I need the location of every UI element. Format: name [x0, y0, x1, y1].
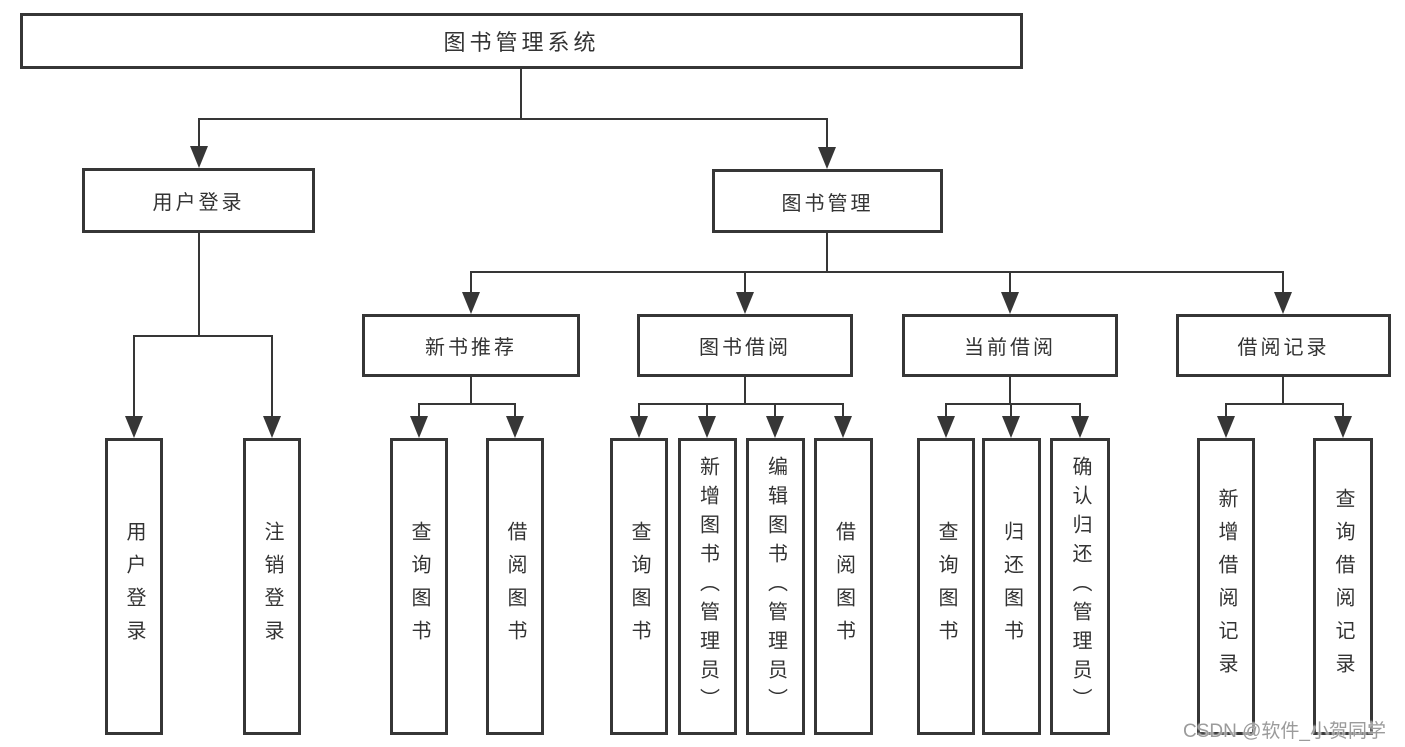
node-borrow-records-label: 借阅记录: [1237, 337, 1330, 359]
connector-v: [1009, 377, 1011, 403]
leaf-borrow-books-label: 借阅图书: [832, 520, 855, 653]
node-current-borrow-label: 当前借阅: [964, 337, 1056, 359]
arrow-down: [1274, 292, 1292, 314]
arrow-down: [766, 416, 784, 438]
watermark: CSDN @软件_小贺同学: [1183, 721, 1386, 742]
node-current-borrow: 当前借阅: [902, 314, 1118, 377]
arrow-down: [698, 416, 716, 438]
leaf-user-login: 用户登录: [105, 438, 163, 735]
leaf-edit-book-admin: 编辑图书（管理员）: [746, 438, 805, 735]
connector-v: [826, 118, 828, 150]
connector-h: [198, 118, 828, 120]
connector-v: [1010, 403, 1012, 420]
arrow-down: [1217, 416, 1235, 438]
leaf-add-borrow-record-label: 新增借阅记录: [1215, 487, 1237, 686]
connector-v: [470, 271, 472, 296]
connector-v: [133, 335, 135, 418]
connector-v: [945, 403, 947, 420]
connector-v: [638, 403, 640, 420]
node-new-books: 新书推荐: [362, 314, 580, 377]
connector-v: [826, 233, 828, 271]
node-book-mgmt-label: 图书管理: [781, 192, 874, 215]
arrow-down: [125, 416, 143, 438]
connector-v: [198, 118, 200, 150]
connector-v: [1225, 403, 1227, 420]
arrow-down: [736, 292, 754, 314]
connector-v: [744, 271, 746, 296]
leaf-query-books-current: 查询图书: [917, 438, 975, 735]
leaf-borrow-books: 借阅图书: [814, 438, 873, 735]
node-user-login-label: 用户登录: [152, 192, 245, 214]
arrow-down: [818, 147, 836, 169]
node-root-label: 图书管理系统: [443, 30, 600, 55]
arrow-down: [937, 416, 955, 438]
arrow-down: [462, 292, 480, 314]
leaf-logout: 注销登录: [243, 438, 301, 735]
connector-h: [945, 403, 1081, 405]
leaf-add-book-admin-label: 新增图书（管理员）: [696, 456, 719, 717]
arrow-down: [630, 416, 648, 438]
node-borrow-records: 借阅记录: [1176, 314, 1391, 377]
connector-v: [271, 335, 273, 418]
arrow-down: [190, 146, 208, 168]
connector-v: [1282, 377, 1284, 403]
leaf-borrow-books-recommend-label: 借阅图书: [504, 520, 526, 653]
connector-v: [520, 69, 522, 118]
connector-v: [1342, 403, 1344, 420]
connector-h: [133, 335, 273, 337]
leaf-query-books-borrow-label: 查询图书: [628, 520, 650, 653]
leaf-query-books-current-label: 查询图书: [935, 520, 957, 653]
arrow-down: [1002, 416, 1020, 438]
connector-h: [1225, 403, 1344, 405]
leaf-query-books-borrow: 查询图书: [610, 438, 668, 735]
leaf-return-books-label: 归还图书: [1000, 520, 1023, 653]
leaf-add-borrow-record: 新增借阅记录: [1197, 438, 1255, 735]
leaf-user-login-label: 用户登录: [123, 520, 145, 653]
leaf-confirm-return-admin: 确认归还（管理员）: [1050, 438, 1110, 735]
arrow-down: [834, 416, 852, 438]
node-book-mgmt: 图书管理: [712, 169, 943, 233]
arrow-down: [1001, 292, 1019, 314]
connector-v: [1079, 403, 1081, 420]
connector-v: [514, 403, 516, 420]
arrow-down: [1071, 416, 1089, 438]
node-book-borrow: 图书借阅: [637, 314, 853, 377]
connector-h: [418, 403, 516, 405]
connector-v: [706, 403, 708, 420]
arrow-down: [1334, 416, 1352, 438]
leaf-logout-label: 注销登录: [261, 520, 283, 653]
arrow-down: [410, 416, 428, 438]
connector-v: [198, 233, 200, 335]
node-new-books-label: 新书推荐: [425, 337, 517, 359]
node-root: 图书管理系统: [20, 13, 1023, 69]
leaf-edit-book-admin-label: 编辑图书（管理员）: [764, 456, 787, 717]
connector-v: [1009, 271, 1011, 296]
connector-v: [744, 377, 746, 403]
connector-h: [470, 271, 1284, 273]
node-user-login: 用户登录: [82, 168, 315, 233]
node-book-borrow-label: 图书借阅: [699, 337, 791, 359]
connector-h: [638, 403, 844, 405]
connector-v: [774, 403, 776, 420]
leaf-query-borrow-record: 查询借阅记录: [1313, 438, 1373, 735]
connector-v: [1282, 271, 1284, 296]
connector-v: [418, 403, 420, 420]
leaf-query-borrow-record-label: 查询借阅记录: [1332, 487, 1354, 686]
leaf-query-books-recommend: 查询图书: [390, 438, 448, 735]
arrow-down: [506, 416, 524, 438]
leaf-query-books-recommend-label: 查询图书: [408, 520, 430, 653]
leaf-confirm-return-admin-label: 确认归还（管理员）: [1069, 456, 1091, 717]
leaf-return-books: 归还图书: [982, 438, 1041, 735]
leaf-add-book-admin: 新增图书（管理员）: [678, 438, 737, 735]
leaf-borrow-books-recommend: 借阅图书: [486, 438, 544, 735]
arrow-down: [263, 416, 281, 438]
connector-v: [470, 377, 472, 403]
connector-v: [842, 403, 844, 420]
